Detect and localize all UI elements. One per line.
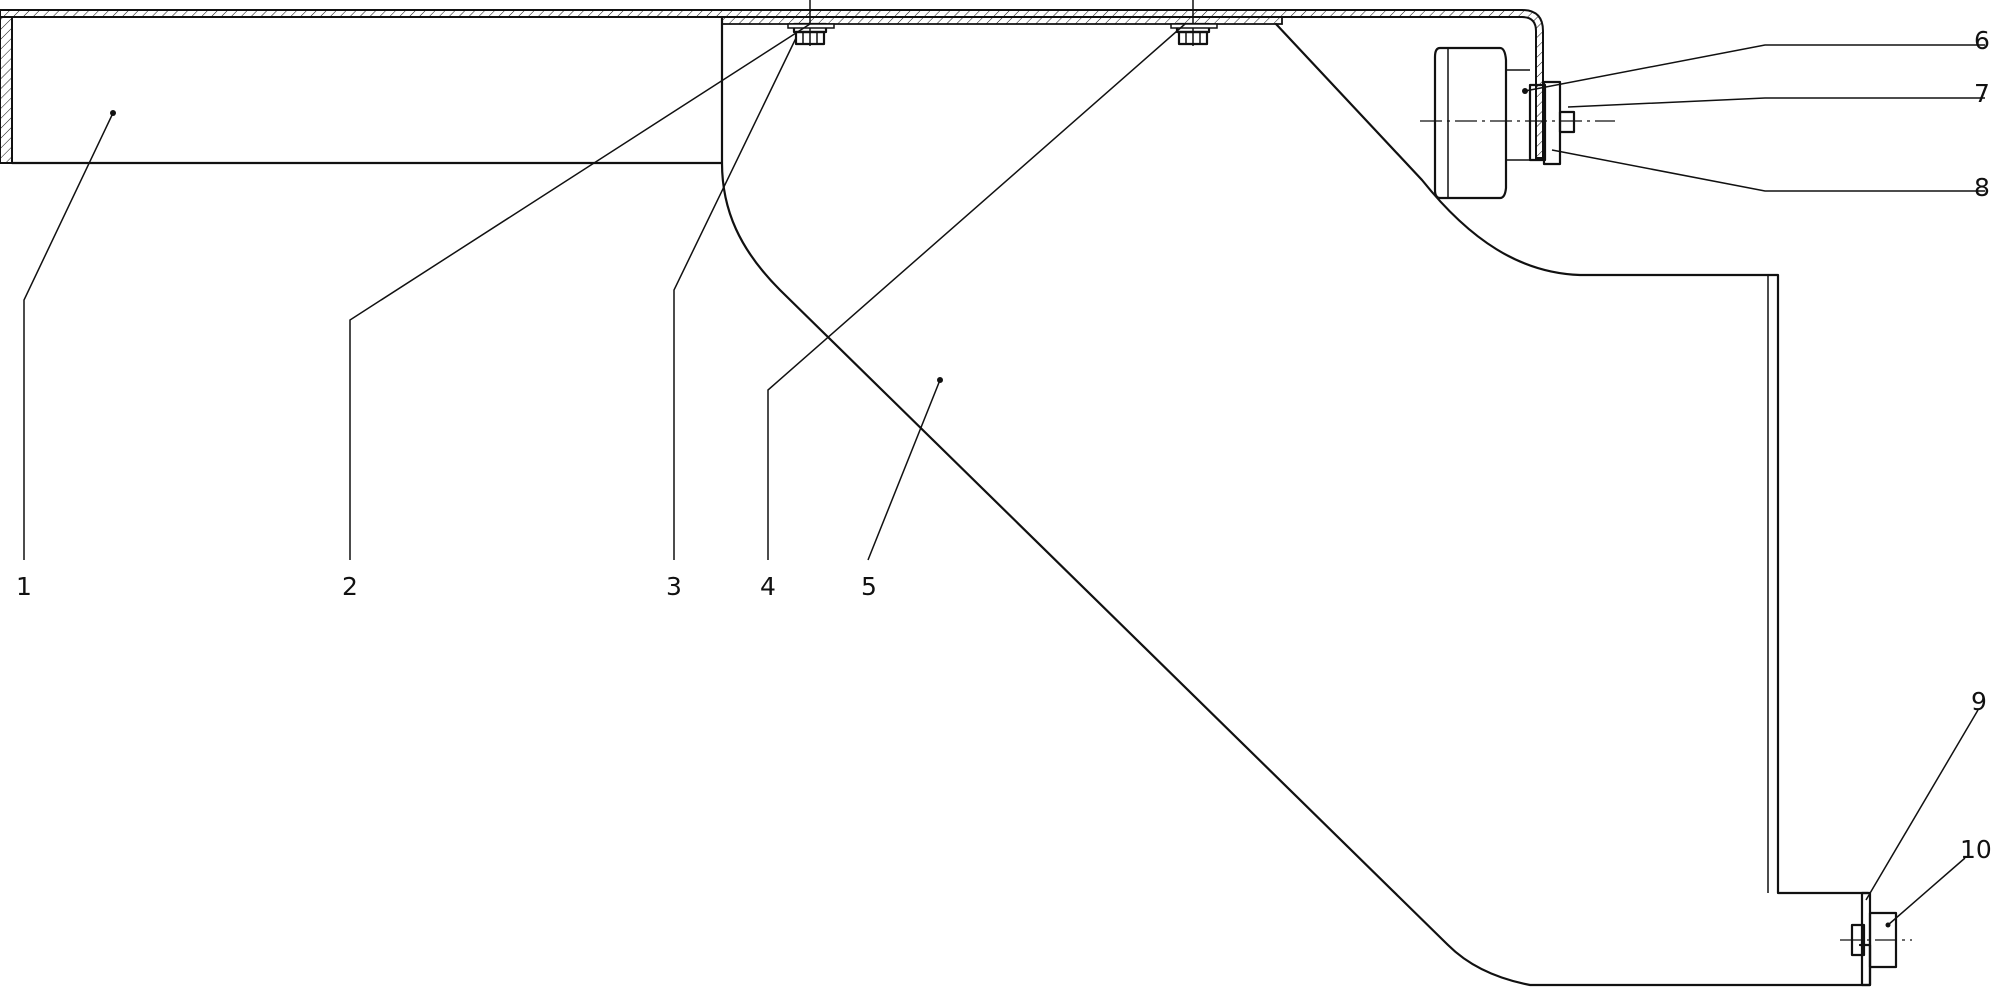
callout-10: 10 xyxy=(1960,835,1992,864)
callout-3: 3 xyxy=(666,572,682,601)
callout-7: 7 xyxy=(1974,79,1990,108)
callout-4: 4 xyxy=(760,572,776,601)
top-cover-plate xyxy=(0,9,1544,164)
callout-1: 1 xyxy=(16,572,32,601)
fastener-left xyxy=(787,0,835,46)
callout-5: 5 xyxy=(861,572,877,601)
callout-2: 2 xyxy=(342,572,358,601)
callout-8: 8 xyxy=(1974,173,1990,202)
upper-right-component xyxy=(1420,46,1615,200)
inner-plate xyxy=(721,16,1283,25)
left-housing xyxy=(10,15,724,165)
fastener-right xyxy=(1170,0,1218,46)
callout-6: 6 xyxy=(1974,26,1990,55)
callout-numbers: 1 2 3 4 5 6 7 8 9 10 xyxy=(16,26,1992,864)
main-bracket xyxy=(720,22,1872,987)
lower-right-component xyxy=(1840,891,1912,987)
callout-9: 9 xyxy=(1971,687,1987,716)
leader-lines xyxy=(23,23,1985,926)
